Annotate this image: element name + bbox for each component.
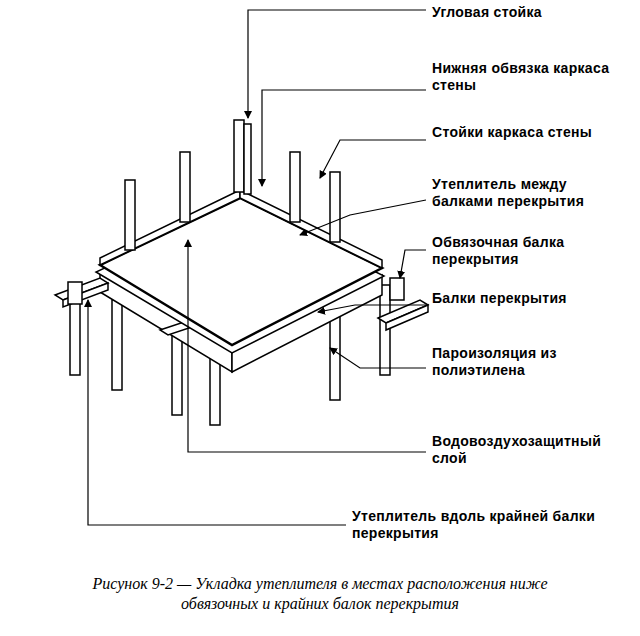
frame-drawing [55, 120, 428, 425]
figure-caption: Рисунок 9-2 — Укладка утеплителя в места… [60, 574, 580, 614]
callout-label: Угловая стойка [432, 4, 622, 21]
callout-label: Балки перекрытия [432, 290, 622, 307]
callout-label: Утеплитель вдоль крайней балки перекрыти… [352, 508, 622, 542]
callout-label: Нижняя обвязка каркаса стены [432, 60, 622, 94]
callout-label: Утеплитель между балками перекрытия [432, 176, 622, 210]
callout-label: Стойки каркаса стены [432, 124, 622, 141]
callout-label: Обвязочная балка перекрытия [432, 234, 622, 268]
callout-label: Водовоздухозащитный слой [432, 433, 632, 467]
callout-label: Пароизоляция из полиэтилена [432, 345, 622, 379]
leader-lines [88, 10, 426, 525]
